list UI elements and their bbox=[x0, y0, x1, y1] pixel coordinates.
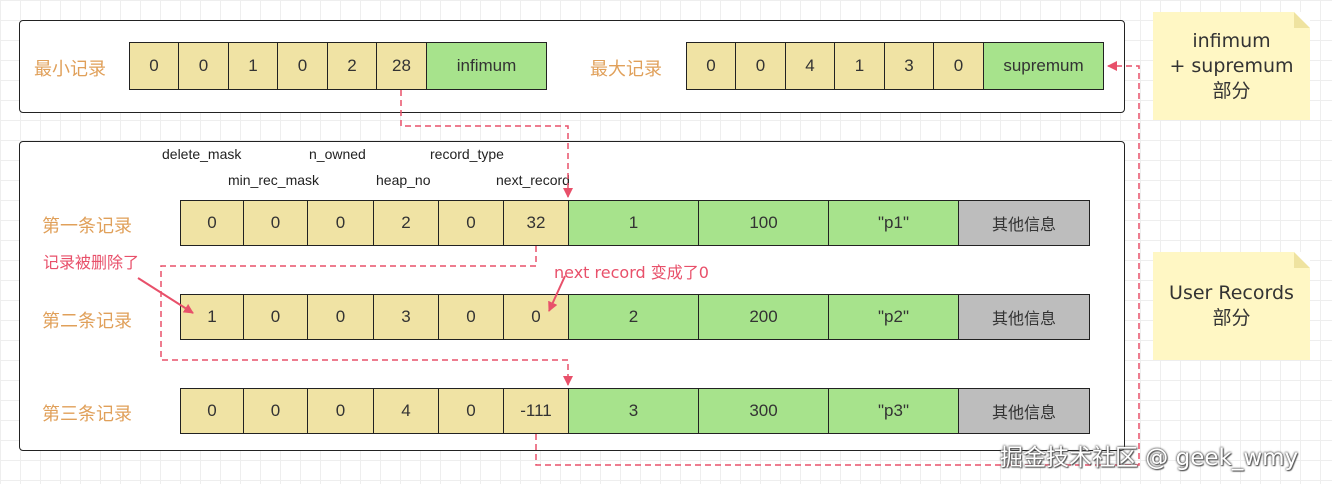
header-min-rec-mask: min_rec_mask bbox=[228, 172, 320, 188]
record-3-min-rec-mask: 0 bbox=[243, 388, 308, 434]
min-cell-record-type: 2 bbox=[327, 42, 377, 90]
record-3-col-1: 3 bbox=[568, 388, 699, 434]
header-delete-mask: delete_mask bbox=[162, 146, 242, 162]
record-3-next-record: -111 bbox=[503, 388, 569, 434]
record-2-col-1: 2 bbox=[568, 294, 699, 340]
record-2-delete-mask: 1 bbox=[180, 294, 244, 340]
record-1-other-info: 其他信息 bbox=[958, 200, 1090, 246]
infimum-cell: infimum bbox=[426, 42, 547, 90]
record-2-heap-no: 3 bbox=[373, 294, 439, 340]
watermark: 掘金技术社区 @ geek_wmy bbox=[1000, 445, 1299, 471]
supremum-cell: supremum bbox=[983, 42, 1104, 90]
record-1-label: 第一条记录 bbox=[42, 216, 132, 237]
note-line-1: infimum bbox=[1192, 29, 1271, 52]
max-record-label: 最大记录 bbox=[590, 59, 662, 80]
record-2-next-record: 0 bbox=[503, 294, 569, 340]
max-cell-delete-mask: 0 bbox=[686, 42, 736, 90]
record-2-col-2: 200 bbox=[698, 294, 829, 340]
min-cell-n-owned: 1 bbox=[228, 42, 278, 90]
record-1-col-1: 1 bbox=[568, 200, 699, 246]
record-2-n-owned: 0 bbox=[307, 294, 374, 340]
record-1-heap-no: 2 bbox=[373, 200, 439, 246]
record-3-other-info: 其他信息 bbox=[958, 388, 1090, 434]
user-records-note: User Records 部分 bbox=[1153, 252, 1310, 360]
note-line-2: + supremum bbox=[1169, 54, 1294, 77]
record-3-heap-no: 4 bbox=[373, 388, 439, 434]
header-n-owned: n_owned bbox=[309, 146, 366, 162]
min-record-label: 最小记录 bbox=[34, 59, 106, 80]
min-cell-next-record: 28 bbox=[376, 42, 427, 90]
record-2-label: 第二条记录 bbox=[42, 311, 132, 332]
min-cell-heap-no: 0 bbox=[277, 42, 328, 90]
record-1-col-3: "p1" bbox=[828, 200, 959, 246]
max-cell-next-record: 0 bbox=[933, 42, 984, 90]
note-user-line-2: 部分 bbox=[1212, 307, 1251, 329]
record-2-record-type: 0 bbox=[438, 294, 504, 340]
record-1-col-2: 100 bbox=[698, 200, 829, 246]
record-1-record-type: 0 bbox=[438, 200, 504, 246]
record-3-delete-mask: 0 bbox=[180, 388, 244, 434]
min-cell-min-rec-mask: 0 bbox=[178, 42, 229, 90]
record-2-col-3: "p2" bbox=[828, 294, 959, 340]
next-record-annotation: next record 变成了0 bbox=[554, 263, 709, 282]
max-cell-heap-no: 1 bbox=[834, 42, 885, 90]
record-3-col-3: "p3" bbox=[828, 388, 959, 434]
header-record-type: record_type bbox=[430, 146, 504, 162]
record-2-other-info: 其他信息 bbox=[958, 294, 1090, 340]
record-1-next-record: 32 bbox=[503, 200, 569, 246]
header-next-record: next_record bbox=[496, 172, 570, 188]
record-2-min-rec-mask: 0 bbox=[243, 294, 308, 340]
min-cell-delete-mask: 0 bbox=[129, 42, 179, 90]
infimum-supremum-note: infimum + supremum 部分 bbox=[1153, 12, 1310, 120]
record-1-delete-mask: 0 bbox=[180, 200, 244, 246]
max-cell-min-rec-mask: 0 bbox=[735, 42, 786, 90]
record-3-record-type: 0 bbox=[438, 388, 504, 434]
note-user-line-1: User Records bbox=[1169, 282, 1294, 304]
note-line-3: 部分 bbox=[1212, 79, 1251, 102]
record-3-col-2: 300 bbox=[698, 388, 829, 434]
deleted-annotation: 记录被删除了 bbox=[43, 253, 140, 272]
max-cell-record-type: 3 bbox=[884, 42, 934, 90]
record-1-n-owned: 0 bbox=[307, 200, 374, 246]
record-1-min-rec-mask: 0 bbox=[243, 200, 308, 246]
record-3-n-owned: 0 bbox=[307, 388, 374, 434]
header-heap-no: heap_no bbox=[376, 172, 431, 188]
record-3-label: 第三条记录 bbox=[42, 404, 132, 425]
max-cell-n-owned: 4 bbox=[785, 42, 835, 90]
